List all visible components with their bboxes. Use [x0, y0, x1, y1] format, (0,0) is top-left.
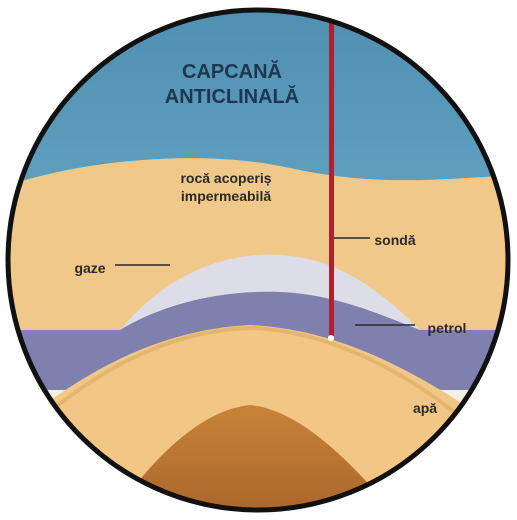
- cap-rock-label-line2: impermeabilă: [181, 188, 271, 204]
- water-label: apă: [413, 400, 437, 416]
- well-tip: [328, 335, 334, 341]
- gas-label: gaze: [74, 260, 105, 276]
- diagram-title-line1: CAPCANĂ: [182, 60, 282, 83]
- cap-rock-label-line1: rocă acoperiș: [180, 170, 271, 186]
- well-label: sondă: [374, 232, 415, 248]
- well-shaft: [329, 0, 334, 336]
- oil-label: petrol: [428, 320, 467, 336]
- diagram-title-line2: ANTICLINALĂ: [165, 85, 299, 108]
